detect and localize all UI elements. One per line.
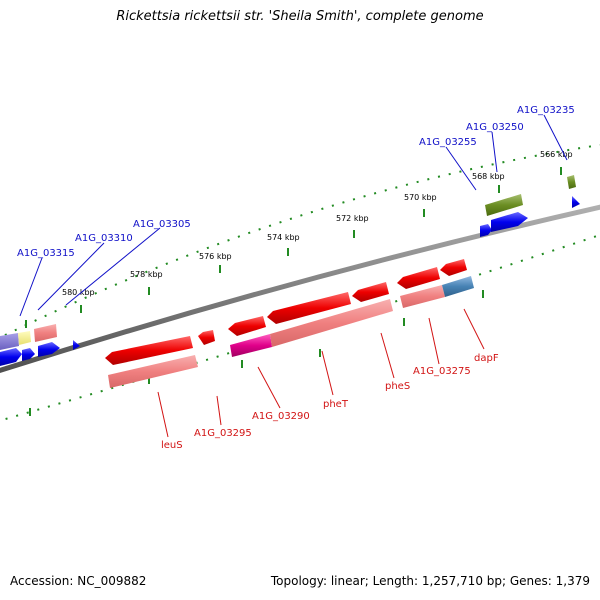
gene-label-phes: pheS: [385, 381, 410, 392]
gene-a1g-03255: [491, 212, 528, 232]
genome-stats-label: Topology: linear; Length: 1,257,710 bp; …: [270, 574, 590, 588]
scale-label-578: 578 kbp: [130, 270, 163, 279]
cds-leus: [108, 355, 198, 388]
scale-ticks: [25, 167, 562, 416]
reverse-features: [108, 276, 474, 388]
gene-label-a1g-03315: A1G_03315: [17, 248, 75, 259]
gene-a1g-03308: [73, 340, 80, 350]
cds-dapf: [442, 276, 474, 297]
gene-label-a1g-03255: A1G_03255: [419, 137, 477, 148]
gene-a1g-03240: [572, 196, 580, 208]
gene-phes: [352, 282, 389, 302]
scale-label-574: 574 kbp: [267, 233, 300, 242]
feature-purple: [0, 333, 19, 350]
gene-a1g-03315: [0, 348, 22, 366]
top-leader-lines: [19, 114, 568, 317]
gene-label-a1g-03275: A1G_03275: [413, 366, 471, 377]
gene-label-a1g-03290: A1G_03290: [252, 411, 310, 422]
gene-a1g-03290: [228, 316, 266, 336]
gene-phet: [267, 292, 351, 324]
gene-a1g-03312: [22, 348, 35, 361]
gene-label-a1g-03295: A1G_03295: [194, 428, 252, 439]
scale-label-566: 566 kbp: [540, 150, 573, 159]
gene-label-a1g-03250: A1G_03250: [466, 122, 524, 133]
scale-label-570: 570 kbp: [404, 193, 437, 202]
genome-backbone: [0, 204, 600, 374]
gene-a1g-03260: [480, 224, 492, 237]
scale-label-568: 568 kbp: [472, 172, 505, 181]
cds-phet: [270, 299, 393, 347]
gene-label-a1g-03310: A1G_03310: [75, 233, 133, 244]
gene-dapf: [440, 259, 467, 276]
scale-label-576: 576 kbp: [199, 252, 232, 261]
feature-yellow: [18, 331, 31, 345]
gene-label-dapf: dapF: [474, 353, 499, 364]
gene-a1g-03295: [198, 330, 215, 345]
gene-a1g-03275: [397, 267, 440, 289]
inner-scale-track: [0, 234, 600, 422]
feature-olive-03235: [567, 175, 576, 189]
cds-a1g-03290: [230, 334, 272, 357]
scale-label-580: 580 kbp: [62, 288, 95, 297]
forward-features: [0, 175, 576, 350]
map-title: Rickettsia rickettsii str. 'Sheila Smith…: [116, 9, 484, 24]
gene-a1g-03310: [38, 342, 60, 357]
reverse-genes: [105, 259, 467, 365]
feature-olive-03250: [485, 194, 523, 216]
gene-label-phet: pheT: [323, 399, 349, 410]
gene-label-a1g-03305: A1G_03305: [133, 219, 191, 230]
bottom-leader-lines: [157, 308, 485, 438]
cds-a1g-03275: [400, 285, 445, 308]
scale-labels: 580 kbp 578 kbp 576 kbp 574 kbp 572 kbp …: [62, 150, 573, 297]
top-gene-labels: A1G_03315 A1G_03310 A1G_03305 A1G_03255 …: [17, 105, 575, 259]
bottom-gene-labels: leuS A1G_03295 A1G_03290 pheT pheS A1G_0…: [161, 353, 499, 451]
gene-label-a1g-03235: A1G_03235: [517, 105, 575, 116]
gene-leus: [105, 336, 193, 365]
gene-label-leus: leuS: [161, 440, 183, 451]
accession-label: Accession: NC_009882: [10, 574, 147, 588]
feature-pink-left: [34, 324, 57, 342]
forward-genes: [0, 196, 580, 366]
scale-label-572: 572 kbp: [336, 214, 369, 223]
